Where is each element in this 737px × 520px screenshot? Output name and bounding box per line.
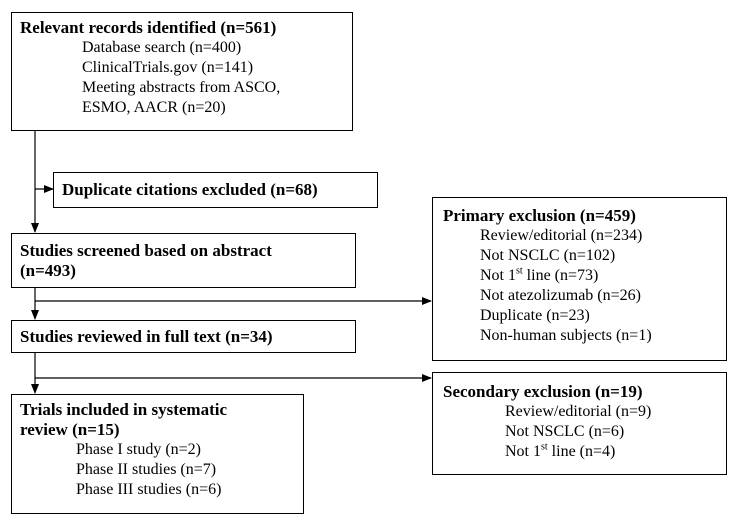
- duplicates-box: Duplicate citations excluded (n=68): [53, 172, 378, 208]
- records-identified-title: Relevant records identified (n=561): [20, 18, 277, 37]
- primary-exclusion-title: Primary exclusion (n=459): [443, 206, 636, 225]
- screened-title-line2: (n=493): [20, 261, 76, 280]
- secondary-exclusion-title: Secondary exclusion (n=19): [443, 382, 643, 401]
- records-source-clinicaltrials: ClinicalTrials.gov (n=141): [82, 59, 254, 76]
- secondary-exclusion-list: Review/editorial (n=9) Not NSCLC (n=6) N…: [443, 402, 716, 462]
- secondary-exclusion-not-first-line: Not 1st line (n=4): [505, 441, 616, 460]
- screened-title-line1: Studies screened based on abstract: [20, 241, 272, 260]
- duplicates-title: Duplicate citations excluded (n=68): [62, 180, 318, 199]
- records-identified-box: Relevant records identified (n=561) Data…: [11, 12, 353, 131]
- primary-exclusion-duplicate: Duplicate (n=23): [480, 307, 590, 324]
- primary-exclusion-review: Review/editorial (n=234): [480, 227, 643, 244]
- included-phase2: Phase II studies (n=7): [76, 461, 217, 478]
- records-source-meetings-line1: Meeting abstracts from ASCO,: [82, 79, 281, 96]
- included-list: Phase I study (n=2) Phase II studies (n=…: [20, 440, 295, 500]
- secondary-exclusion-box: Secondary exclusion (n=19) Review/editor…: [432, 372, 727, 475]
- screened-box: Studies screened based on abstract (n=49…: [11, 233, 356, 288]
- primary-exclusion-not-atezolizumab: Not atezolizumab (n=26): [480, 287, 641, 304]
- included-phase3: Phase III studies (n=6): [76, 481, 222, 498]
- secondary-exclusion-review: Review/editorial (n=9): [505, 403, 652, 420]
- included-title-line2: review (n=15): [20, 420, 120, 439]
- primary-exclusion-box: Primary exclusion (n=459) Review/editori…: [432, 197, 727, 361]
- primary-exclusion-not-nsclc: Not NSCLC (n=102): [480, 247, 616, 264]
- records-sources-list: Database search (n=400) ClinicalTrials.g…: [20, 38, 344, 118]
- records-source-meetings-line2: ESMO, AACR (n=20): [82, 99, 226, 116]
- included-phase1: Phase I study (n=2): [76, 441, 202, 458]
- included-title-line1: Trials included in systematic: [20, 400, 227, 419]
- secondary-exclusion-not-nsclc: Not NSCLC (n=6): [505, 423, 625, 440]
- records-source-database: Database search (n=400): [82, 39, 242, 56]
- fulltext-title: Studies reviewed in full text (n=34): [20, 327, 273, 346]
- included-box: Trials included in systematic review (n=…: [11, 394, 304, 514]
- primary-exclusion-not-first-line: Not 1st line (n=73): [480, 265, 599, 284]
- primary-exclusion-non-human: Non-human subjects (n=1): [480, 327, 652, 344]
- fulltext-box: Studies reviewed in full text (n=34): [11, 320, 356, 353]
- primary-exclusion-list: Review/editorial (n=234) Not NSCLC (n=10…: [443, 226, 716, 346]
